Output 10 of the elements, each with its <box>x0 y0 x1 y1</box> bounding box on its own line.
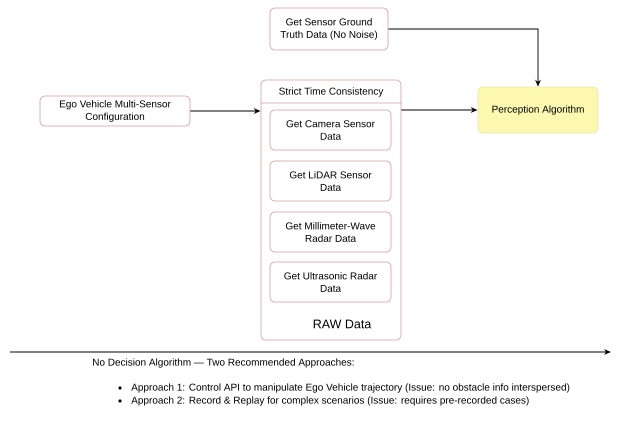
process-box: Get Sensor Ground Truth Data (No Noise) <box>270 8 388 50</box>
process-box: Get Ultrasonic Radar Data <box>270 262 392 302</box>
bullet-item: Approach 2: Record & Replay for complex scenarios (Issue: requires pre-recorded cases) <box>118 396 529 406</box>
bullet-item: Approach 1: Control API to manipulate Ego Vehicle trajectory (Issue: no obstacle info interspersed) <box>118 383 570 393</box>
process-box: Get Camera Sensor Data <box>270 110 392 150</box>
process-box: Ego Vehicle Multi-Sensor Configuration <box>40 96 190 126</box>
process-box: Get Millimeter-Wave Radar Data <box>270 212 392 252</box>
heading-text: No Decision Algorithm — Two Recommended Approaches: <box>93 358 354 368</box>
highlight-box: Perception Algorithm <box>478 86 598 134</box>
process-box: Get LiDAR Sensor Data <box>270 160 392 202</box>
